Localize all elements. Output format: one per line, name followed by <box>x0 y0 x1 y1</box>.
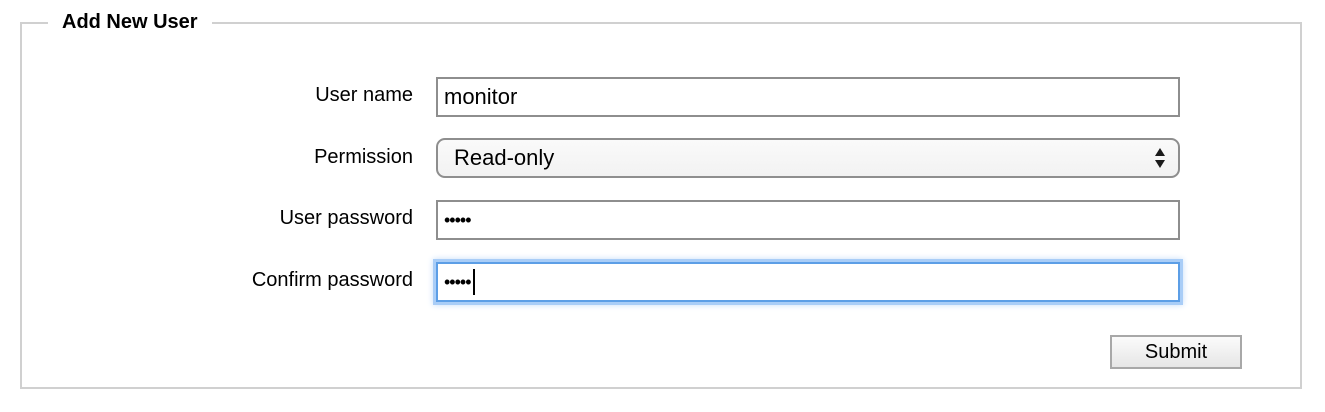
permission-select[interactable]: Read-only <box>436 138 1180 178</box>
user-password-label: User password <box>279 207 413 229</box>
user-name-input[interactable]: monitor <box>436 77 1180 117</box>
confirm-password-input[interactable]: ••••• <box>436 262 1180 302</box>
permission-label: Permission <box>314 146 413 168</box>
fieldset-legend: Add New User <box>48 9 212 35</box>
user-password-masked-value: ••••• <box>444 210 471 230</box>
text-caret <box>472 268 475 295</box>
permission-selected-value: Read-only <box>454 145 555 170</box>
confirm-password-label: Confirm password <box>251 269 413 291</box>
select-arrows-icon <box>1155 148 1165 168</box>
user-name-label: User name <box>315 84 413 106</box>
confirm-password-masked-value: ••••• <box>444 272 471 292</box>
submit-button[interactable]: Submit <box>1110 335 1242 369</box>
add-user-fieldset <box>20 22 1302 389</box>
user-name-value: monitor <box>444 84 518 109</box>
user-password-input[interactable]: ••••• <box>436 200 1180 240</box>
